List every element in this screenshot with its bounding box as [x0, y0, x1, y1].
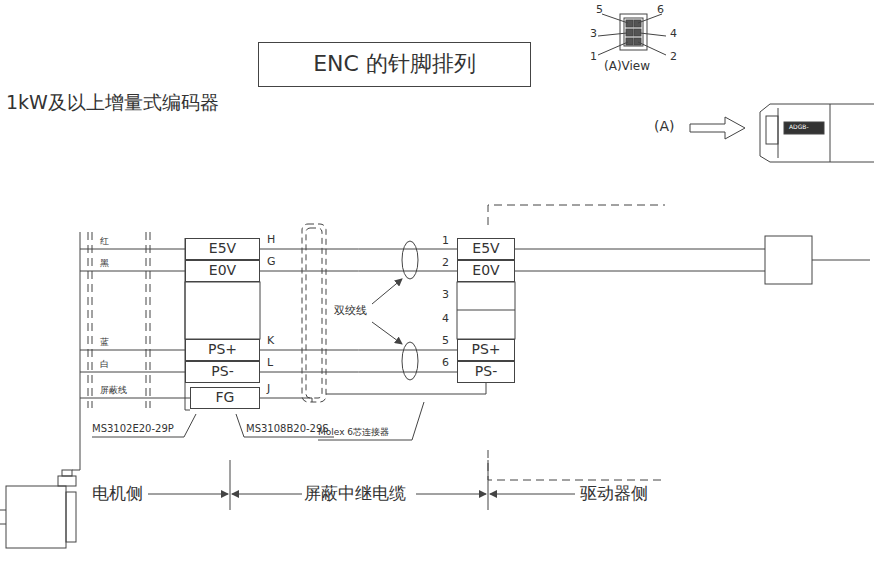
diagram-label: 3: [590, 28, 597, 41]
diagram-label: (A): [654, 118, 675, 134]
box-text: PS+: [471, 342, 500, 357]
diagram-label: L: [267, 357, 273, 370]
diagram-label: 6: [442, 357, 449, 370]
pin-box: E5V: [185, 238, 260, 260]
diagram-label: 5: [596, 4, 603, 17]
diagram-label: 5: [442, 335, 449, 348]
pin-box: E5V: [457, 238, 515, 260]
pin-box: E0V: [457, 260, 515, 282]
diagram-label: 4: [442, 313, 449, 326]
diagram-label: 蓝: [100, 337, 109, 347]
wire: [260, 249, 457, 250]
diagram-label: 1: [590, 51, 597, 64]
diagram-label: K: [267, 335, 274, 348]
diagram-label: (A)View: [604, 60, 650, 74]
diagram-label: 双绞线: [334, 305, 367, 318]
diagram-label: 6: [657, 4, 664, 17]
diagram-label: 电机侧: [92, 484, 143, 504]
box-text: E0V: [209, 263, 236, 278]
pin-box: PS+: [185, 339, 260, 361]
diagram-label: 4: [670, 28, 677, 41]
box-text: PS-: [475, 364, 497, 379]
diagram-label: 屏蔽线: [100, 385, 127, 395]
diagram-label: 驱动器侧: [580, 484, 648, 504]
diagram-label: 1: [442, 235, 449, 248]
box-text: PS-: [211, 364, 233, 379]
pin-box: E0V: [185, 260, 260, 282]
box-text: ENC 的针脚排列: [313, 52, 476, 76]
diagram-label: 屏蔽中继电缆: [304, 484, 406, 504]
diagram-label: G: [267, 256, 276, 269]
box-text: FG: [216, 390, 235, 405]
wire: [260, 350, 457, 351]
box-text: PS+: [208, 342, 237, 357]
diagram-label: MS3102E20-29P: [92, 423, 174, 435]
wire: [260, 372, 457, 373]
box-text: E5V: [472, 241, 499, 256]
diagram-label: J: [267, 383, 270, 396]
diagram-label: 红: [100, 236, 109, 246]
diagram-label: 黑: [100, 258, 109, 268]
box-text: E5V: [209, 241, 236, 256]
diagram-label: MS3108B20-29S: [246, 423, 329, 435]
diagram-label: 2: [670, 51, 677, 64]
diagram-label: 3: [442, 289, 449, 302]
diagram-label: Molex 6芯连接器: [318, 427, 389, 437]
pin-box: PS+: [457, 339, 515, 361]
diagram-label: 2: [442, 257, 449, 270]
pin-box: PS-: [457, 361, 515, 383]
wire: [260, 271, 457, 272]
diagram-label: 1kW及以上增量式编码器: [6, 92, 219, 114]
box-text: E0V: [472, 263, 499, 278]
diagram-label: H: [267, 234, 275, 247]
diagram-label: 白: [100, 359, 109, 369]
diagram-label: ADGB-: [789, 124, 809, 131]
title-box: ENC 的针脚排列: [258, 42, 531, 87]
pin-box: FG: [190, 387, 260, 409]
pin-box: PS-: [185, 361, 260, 383]
